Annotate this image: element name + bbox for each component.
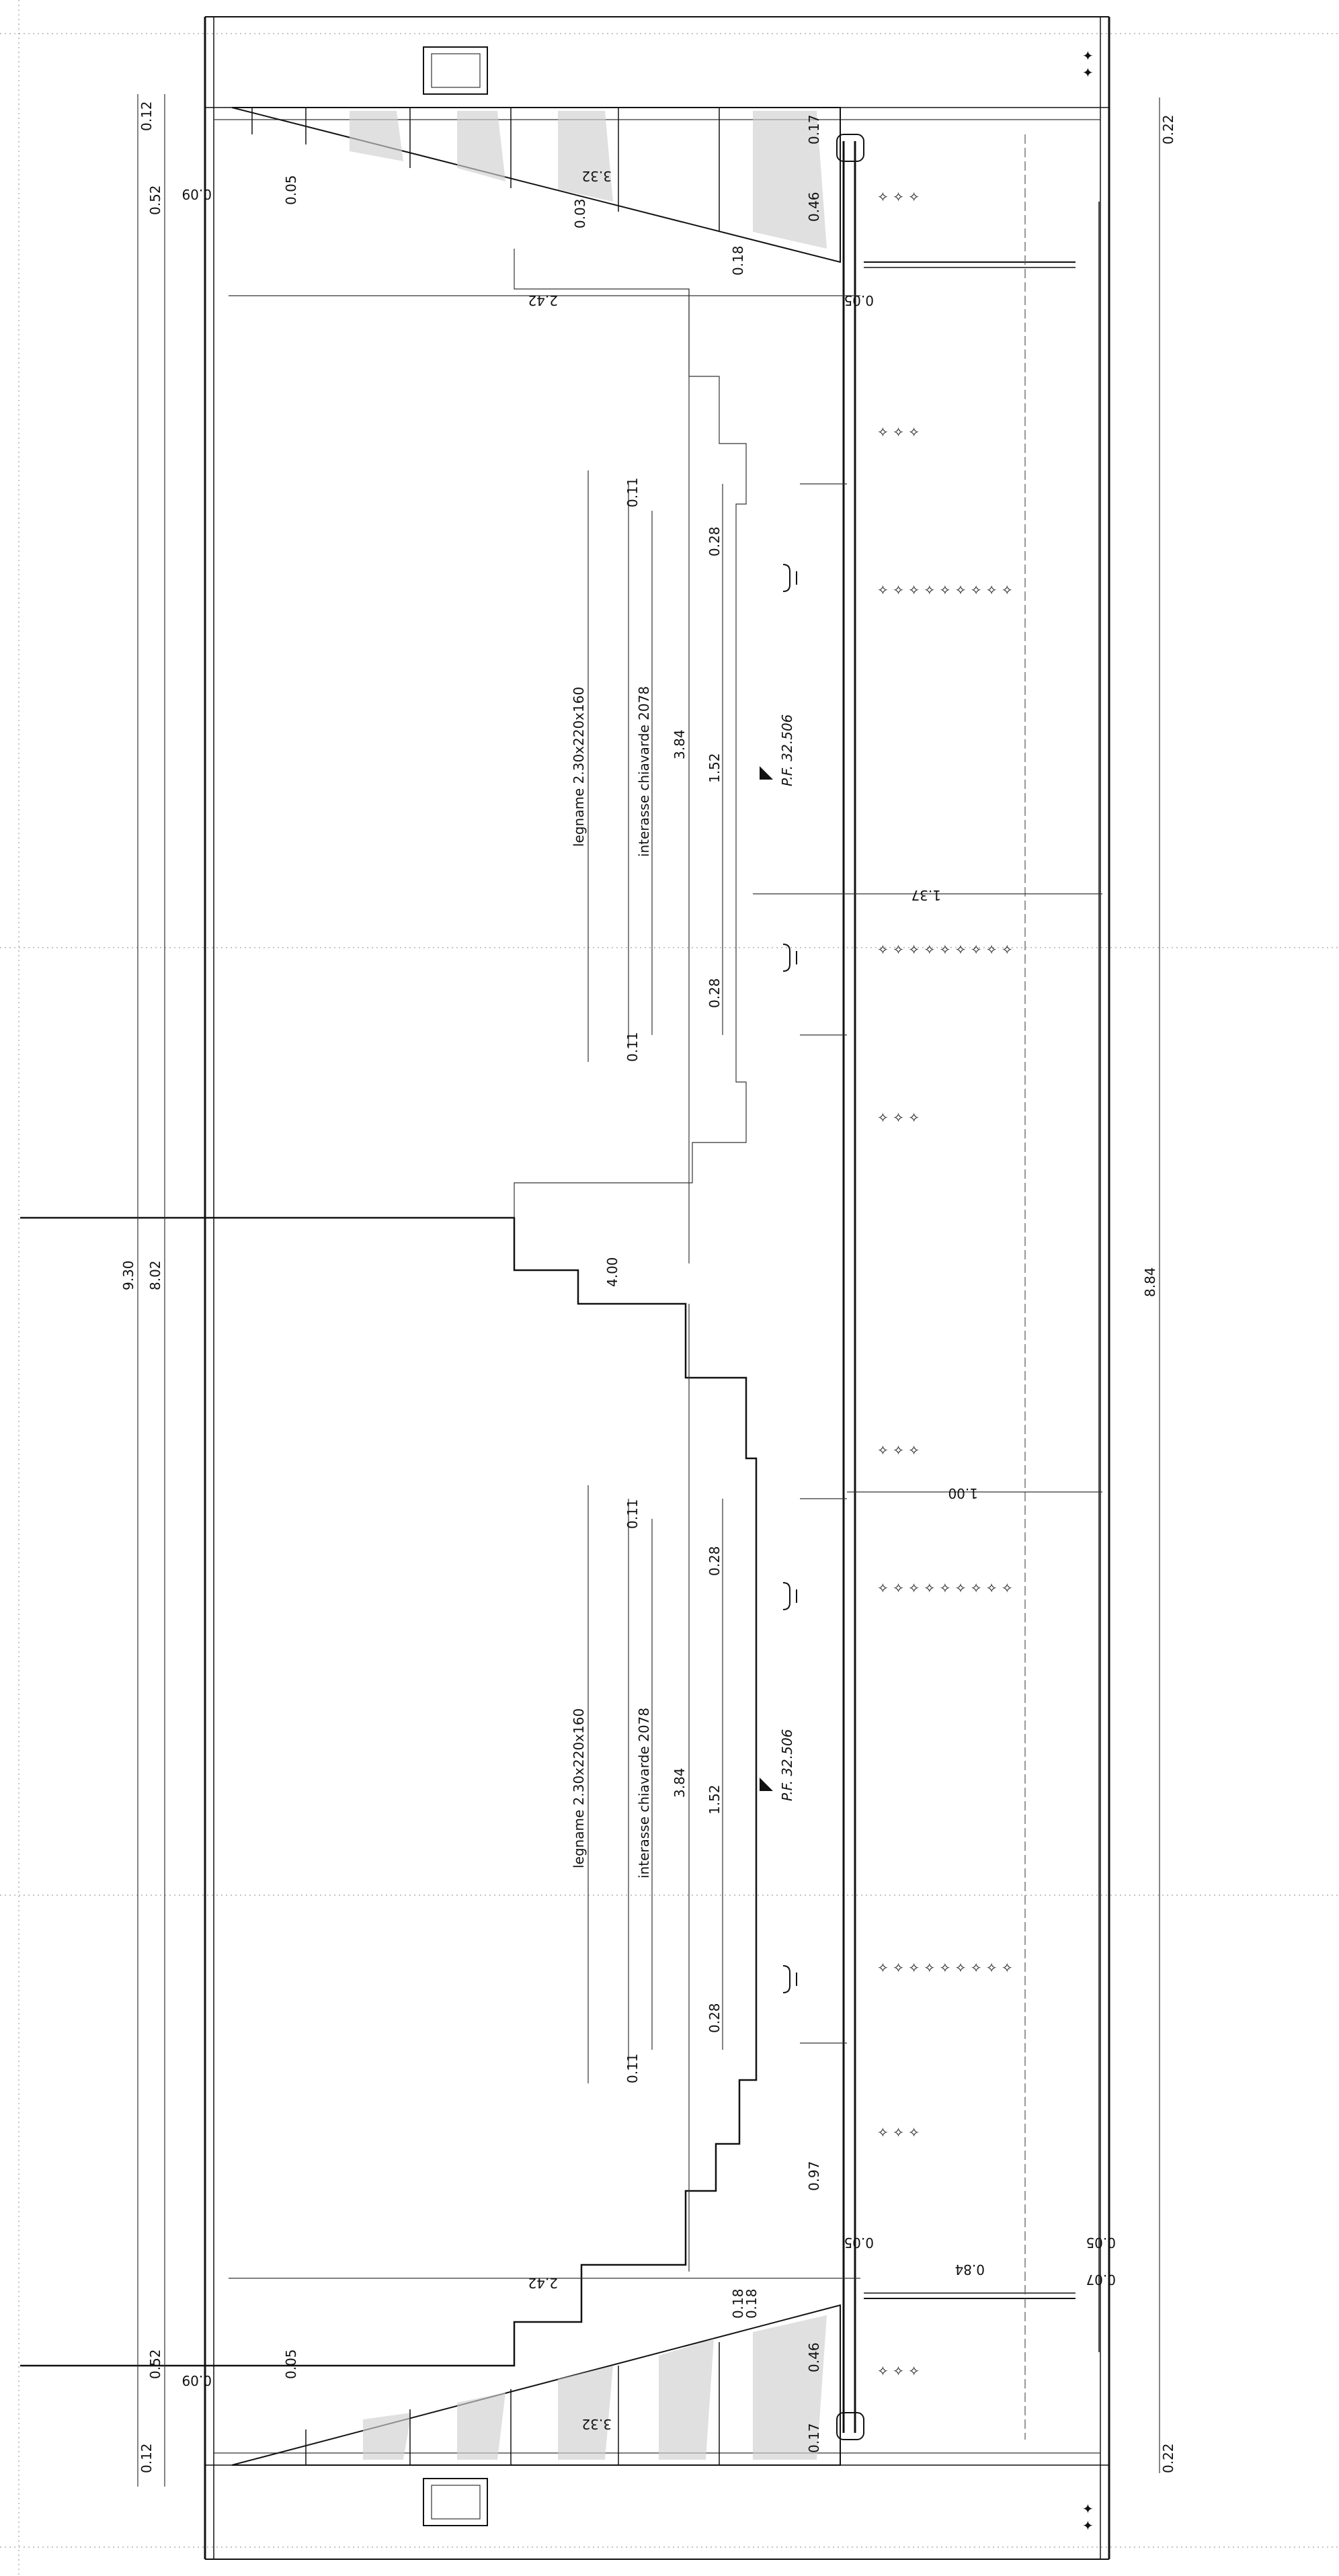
dim-top-012: 0.12: [138, 101, 155, 131]
dim-top-242: 2.42: [528, 292, 558, 308]
dim-bot-097: 0.97: [806, 2161, 822, 2191]
upper-track-group: legname 2.30x220x160 interasse chiavarde…: [571, 477, 941, 1062]
dim-bot-242: 2.42: [528, 2275, 558, 2291]
dim-bot-084: 0.84: [955, 2261, 985, 2278]
dim-bot-005: 0.05: [283, 2349, 299, 2379]
dim-span-a: 9.30: [120, 1260, 136, 1290]
dimension-lines: [137, 94, 1160, 2487]
dim-top-005: 0.05: [283, 175, 299, 205]
svg-text:✧ ✧ ✧ ✧ ✧ ✧ ✧ ✧ ✧: ✧ ✧ ✧ ✧ ✧ ✧ ✧ ✧ ✧: [877, 942, 1013, 958]
lower-legname-label: legname 2.30x220x160: [571, 1708, 587, 1868]
outer-frame: [204, 16, 1110, 2560]
dim-top-022: 0.22: [1160, 114, 1176, 144]
lower-interasse-label: interasse chiavarde 2078: [636, 1708, 652, 1878]
dim-top-009: 0.09: [181, 186, 212, 202]
dim-top-046: 0.46: [806, 192, 822, 222]
upper-dim-011a: 0.11: [624, 477, 641, 507]
lower-dim-028a: 0.28: [706, 1546, 723, 1576]
svg-text:✧ ✧ ✧: ✧ ✧ ✧: [877, 424, 920, 440]
stepped-profile: [20, 249, 758, 2367]
dim-top-332: 3.32: [581, 168, 612, 184]
rail-sleepers: ✧ ✧ ✧ ✧ ✧ ✧ ✧ ✧ ✧ ✧ ✧ ✧ ✧ ✧ ✧ ✧ ✧ ✧ ✧ ✧ …: [782, 189, 1013, 2379]
svg-text:✦: ✦: [1082, 2518, 1094, 2534]
bottom-end-wedge: ✦ ✦: [231, 2292, 1094, 2534]
upper-dim-152: 1.52: [706, 753, 723, 783]
upper-dim-028a: 0.28: [706, 526, 723, 556]
lower-dim-011a: 0.11: [624, 1499, 641, 1529]
lower-dim-152: 1.52: [706, 1784, 723, 1815]
lower-pf-marker: [760, 1778, 773, 1791]
dim-bot-005b: 0.05: [844, 2235, 874, 2251]
upper-legname-label: legname 2.30x220x160: [571, 687, 587, 847]
upper-dim-137: 1.37: [911, 887, 941, 903]
dim-top-052: 0.52: [147, 185, 163, 215]
dim-span-right: 8.84: [1142, 1267, 1158, 1297]
dim-bot-018: 0.18: [730, 2288, 746, 2319]
dim-bot-052: 0.52: [147, 2349, 163, 2379]
upper-pf-label: P.F. 32.506: [779, 714, 795, 786]
svg-text:✧ ✧ ✧: ✧ ✧ ✧: [877, 2124, 920, 2141]
svg-text:✧ ✧ ✧: ✧ ✧ ✧: [877, 2363, 920, 2379]
longitudinal-beams: [842, 134, 1100, 2440]
lower-dim-384: 3.84: [672, 1768, 688, 1798]
svg-text:✧ ✧ ✧ ✧ ✧ ✧ ✧ ✧ ✧: ✧ ✧ ✧ ✧ ✧ ✧ ✧ ✧ ✧: [877, 1580, 1013, 1596]
upper-pf-marker: [760, 766, 773, 780]
dim-bot-005c: 0.05: [1086, 2235, 1116, 2251]
svg-text:✦: ✦: [1082, 2501, 1094, 2517]
svg-text:✧ ✧ ✧: ✧ ✧ ✧: [877, 1110, 920, 1126]
svg-text:✧ ✧ ✧: ✧ ✧ ✧: [877, 189, 920, 205]
lower-track-group: legname 2.30x220x160 interasse chiavarde…: [571, 1485, 978, 2083]
dim-top-018: 0.18: [730, 245, 746, 276]
dim-top-005b: 0.05: [844, 292, 874, 308]
svg-text:✧ ✧ ✧ ✧ ✧ ✧ ✧ ✧ ✧: ✧ ✧ ✧ ✧ ✧ ✧ ✧ ✧ ✧: [877, 1960, 1013, 1976]
svg-text:✦: ✦: [1082, 48, 1094, 64]
dim-top-017: 0.17: [806, 114, 822, 144]
dim-span-b: 8.02: [147, 1260, 163, 1290]
upper-dim-028b: 0.28: [706, 978, 723, 1008]
upper-interasse-label: interasse chiavarde 2078: [636, 686, 652, 857]
dim-bot-007: 0.07: [1086, 2272, 1116, 2288]
dim-bot-046: 0.46: [806, 2342, 822, 2372]
dim-bot-022: 0.22: [1160, 2443, 1176, 2473]
lower-dim-100: 1.00: [948, 1485, 978, 1501]
dim-mid: 4.00: [604, 1257, 620, 1287]
top-end-wedge: ✦ ✦: [231, 46, 1094, 268]
svg-text:✧ ✧ ✧ ✧ ✧ ✧ ✧ ✧ ✧: ✧ ✧ ✧ ✧ ✧ ✧ ✧ ✧ ✧: [877, 582, 1013, 598]
dim-bot-018b: 0.18: [743, 2288, 760, 2319]
svg-text:✧ ✧ ✧: ✧ ✧ ✧: [877, 1442, 920, 1458]
upper-dim-384: 3.84: [672, 729, 688, 759]
dim-bot-332: 3.32: [581, 2416, 612, 2432]
dim-top-003: 0.03: [572, 198, 588, 228]
upper-dim-011b: 0.11: [624, 1032, 641, 1062]
dim-bot-017: 0.17: [806, 2423, 822, 2453]
lower-dim-011b: 0.11: [624, 2053, 641, 2083]
dim-bot-012: 0.12: [138, 2443, 155, 2473]
svg-text:✦: ✦: [1082, 65, 1094, 81]
lower-dim-028b: 0.28: [706, 2003, 723, 2033]
dim-bot-009: 0.09: [181, 2372, 212, 2388]
lower-pf-label: P.F. 32.506: [779, 1729, 795, 1801]
